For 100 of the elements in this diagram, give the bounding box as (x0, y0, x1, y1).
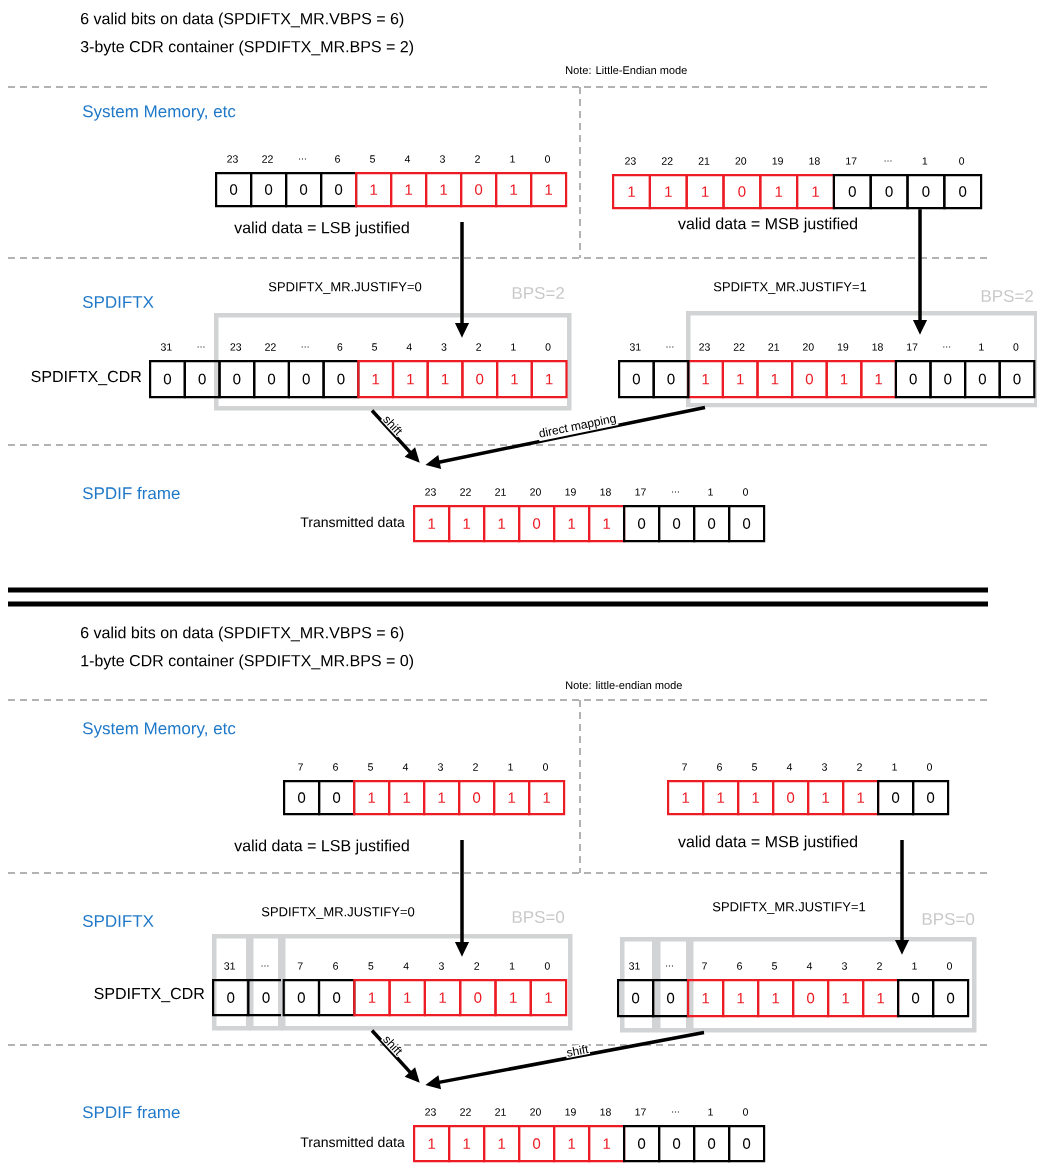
bit-cell: 0 (253, 360, 290, 399)
bit-number: 1 (708, 488, 713, 496)
bit-cell: 0 (722, 174, 762, 210)
bit-number: 3 (438, 763, 443, 771)
note: Note: Little-Endian mode (566, 65, 687, 75)
bit-cell: 0 (998, 360, 1036, 399)
bit-number: ... (672, 1111, 679, 1113)
bit-cell: 0 (832, 174, 872, 210)
bit-cell: 0 (693, 1125, 731, 1163)
bit-cell: 0 (792, 979, 830, 1018)
edge-label: shift (564, 1043, 591, 1059)
bit-cell: 0 (459, 979, 497, 1017)
bit-cell: 0 (929, 360, 967, 399)
bit-number: 3 (822, 763, 827, 771)
bit-cell: 0 (318, 780, 356, 816)
bit-number: 19 (837, 343, 849, 351)
bit-number: 23 (227, 155, 238, 163)
bit-cell: 1 (496, 360, 533, 399)
bit-cell: 0 (912, 780, 950, 816)
bit-number: 4 (406, 343, 412, 351)
section-title: System Memory, etc (82, 722, 236, 738)
bit-number: 7 (682, 763, 687, 771)
bit-number: 20 (530, 1108, 541, 1116)
bit-number: 0 (743, 1108, 748, 1116)
bit-number: 20 (735, 157, 747, 165)
bit-number: 22 (460, 1108, 471, 1116)
bit-number: 21 (495, 488, 506, 496)
caption: valid data = LSB justified (234, 839, 409, 855)
heading: 1-byte CDR container (SPDIFTX_MR.BPS = 0) (81, 654, 414, 670)
bit-number: 19 (565, 1108, 576, 1116)
bit-cell: 0 (932, 979, 970, 1018)
bit-cell: 0 (215, 172, 253, 208)
bit-cell: 1 (357, 360, 395, 399)
setting-label: SPDIFTX_MR.JUSTIFY=0 (268, 282, 422, 294)
bit-cell: 0 (728, 505, 766, 543)
bit-cell: 1 (553, 1125, 591, 1163)
bit-cell: 1 (353, 979, 391, 1017)
bit-cell: 0 (728, 1125, 766, 1163)
bit-cell: 1 (448, 505, 486, 543)
caption: valid data = LSB justified (234, 221, 409, 237)
bit-cell: 1 (448, 1125, 486, 1163)
bit-cell: 1 (860, 360, 897, 399)
section-title: SPDIF frame (82, 486, 180, 500)
bit-number: 3 (441, 343, 447, 351)
bit-number: 2 (476, 343, 482, 351)
bit-cell: 0 (320, 172, 358, 208)
bit-number: 4 (402, 763, 409, 771)
bit-number: 0 (1013, 343, 1019, 351)
bit-cell: 0 (894, 360, 932, 399)
bit-cell: 1 (495, 172, 533, 208)
bit-cell: 0 (658, 1125, 696, 1163)
bit-cell: 0 (282, 979, 321, 1017)
bit-cell: 0 (772, 780, 810, 816)
bit-number: 1 (708, 1108, 713, 1116)
bit-cell: 0 (149, 360, 186, 399)
bit-number: ... (261, 965, 269, 967)
bit-number: 1 (922, 157, 928, 165)
bit-number: 6 (717, 763, 722, 771)
bit-cell: 0 (317, 979, 356, 1017)
bit-cell: 0 (183, 360, 221, 399)
bit-cell: 0 (693, 505, 731, 543)
bit-number: 3 (440, 155, 445, 163)
bit-cell: 0 (218, 360, 256, 399)
bit-number: 6 (337, 343, 343, 351)
bit-number: 2 (474, 962, 480, 970)
bit-cell: 0 (518, 505, 556, 543)
bit-cell: 0 (617, 979, 655, 1018)
bit-cell: 1 (667, 780, 705, 816)
bit-number: ... (197, 346, 205, 348)
bit-cell: 1 (612, 174, 651, 210)
bit-cell: 1 (687, 360, 724, 399)
bit-number: 2 (475, 155, 480, 163)
bit-cell: 1 (529, 979, 568, 1017)
section-title: SPDIFTX (82, 915, 154, 928)
edge-label: shift (380, 412, 406, 438)
bit-cell: 0 (869, 174, 909, 210)
section-title: SPDIF frame (82, 1105, 180, 1119)
bit-number: 4 (404, 155, 411, 163)
bit-number: 20 (530, 488, 541, 496)
bit-number: ... (884, 160, 892, 162)
bit-number: 2 (877, 962, 882, 970)
bit-cell: 0 (285, 172, 323, 208)
bit-number: 3 (438, 962, 444, 970)
bit-number: ... (301, 346, 309, 348)
bit-cell: 1 (721, 360, 759, 399)
register-name: SPDIFTX_CDR (94, 987, 205, 1003)
bit-cell: 0 (283, 780, 321, 816)
bit-number: 1 (892, 763, 897, 771)
bit-number: 17 (635, 488, 646, 496)
bit-number: 6 (333, 763, 338, 771)
bit-number: 31 (160, 343, 172, 351)
bit-number: 23 (230, 343, 242, 351)
bit-number: 17 (846, 157, 857, 165)
bit-cell: 1 (483, 505, 521, 543)
bit-cell: 1 (426, 360, 464, 399)
bit-number: 1 (511, 343, 516, 351)
bit-number: 2 (857, 763, 862, 771)
bit-number: 23 (425, 488, 436, 496)
heading: 3-byte CDR container (SPDIFTX_MR.BPS = 2) (80, 40, 414, 56)
bit-cell: 1 (388, 979, 426, 1017)
